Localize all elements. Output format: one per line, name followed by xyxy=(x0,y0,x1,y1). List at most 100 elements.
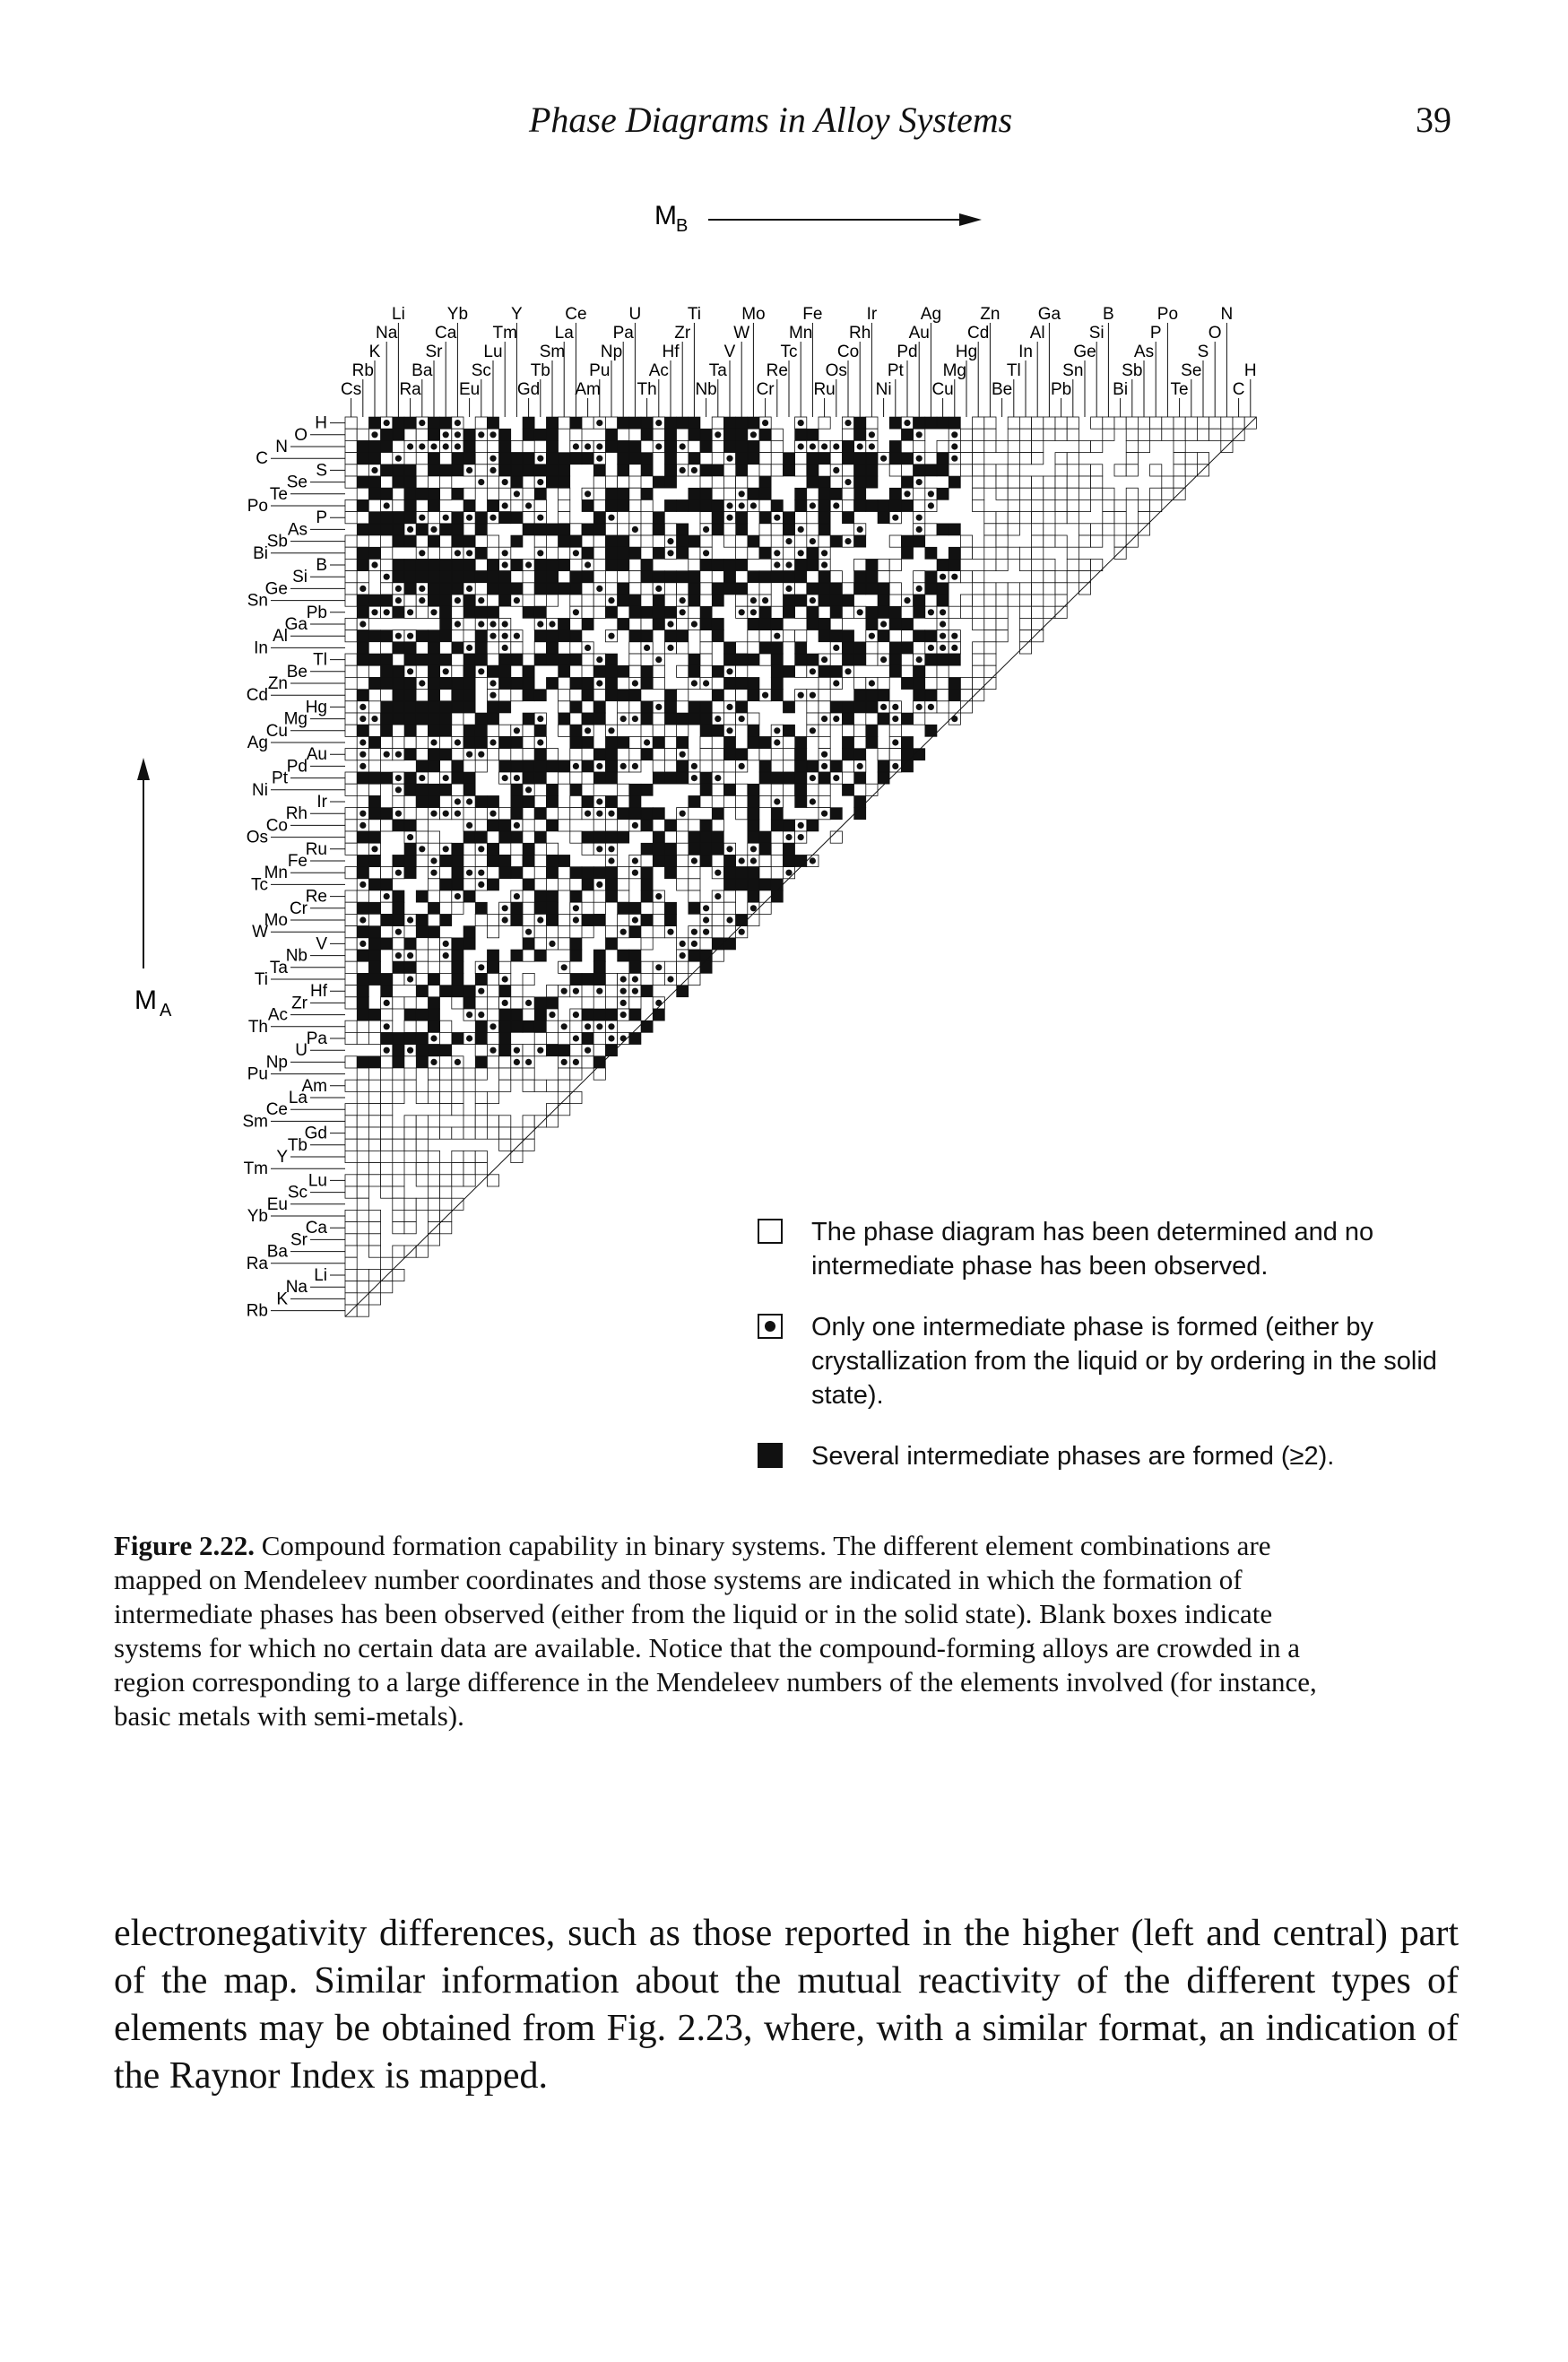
cell-none xyxy=(344,771,358,785)
cell-none xyxy=(901,653,914,666)
cell-several xyxy=(428,748,440,761)
cell-several xyxy=(510,1008,524,1021)
cell-one-dot xyxy=(785,869,793,876)
cell-none xyxy=(474,807,488,821)
cell-several xyxy=(380,700,394,714)
cell-several xyxy=(451,842,464,855)
cell-none xyxy=(368,760,381,773)
cell-none xyxy=(344,534,358,548)
cell-none xyxy=(1031,630,1044,643)
cell-several xyxy=(463,428,476,441)
cell-several xyxy=(747,830,760,844)
cell-several xyxy=(723,653,736,666)
cell-none xyxy=(1138,511,1151,525)
cell-one-dot xyxy=(466,1035,473,1042)
top-element-label: Pb xyxy=(1051,380,1071,399)
cell-none xyxy=(995,439,1009,453)
cell-none xyxy=(545,1079,559,1092)
cell-none xyxy=(794,582,808,595)
left-element-label: Se xyxy=(287,473,308,492)
cell-one-dot xyxy=(749,609,758,616)
top-element-label: Th xyxy=(637,380,657,399)
cell-none xyxy=(392,1091,405,1105)
cell-one-dot xyxy=(501,976,508,983)
cell-none xyxy=(380,1281,394,1294)
cell-none xyxy=(888,534,902,548)
cell-none xyxy=(593,570,606,584)
cell-several xyxy=(439,724,453,737)
cell-none xyxy=(581,534,594,548)
cell-none xyxy=(1090,439,1104,453)
cell-none xyxy=(888,724,902,737)
cell-several xyxy=(640,890,654,903)
cell-none xyxy=(558,416,571,430)
cell-several xyxy=(463,452,476,465)
cell-none xyxy=(1019,475,1033,489)
cell-none xyxy=(510,985,524,998)
cell-one-dot xyxy=(631,916,639,924)
cell-several xyxy=(723,937,736,951)
cell-none xyxy=(522,475,535,489)
cell-several xyxy=(640,819,654,832)
cell-none xyxy=(1149,499,1163,512)
cell-one-dot xyxy=(394,751,402,758)
cell-none xyxy=(533,1032,547,1046)
cell-several xyxy=(688,416,701,430)
left-element-label: C xyxy=(256,449,268,468)
cell-none xyxy=(545,985,559,998)
cell-one-dot xyxy=(667,538,674,545)
cell-none xyxy=(344,973,358,986)
cell-none xyxy=(356,1020,369,1033)
cell-one-dot xyxy=(371,466,378,473)
cell-several xyxy=(617,807,630,821)
cell-several xyxy=(403,653,417,666)
cell-several xyxy=(392,901,405,915)
left-element-label: La xyxy=(289,1089,308,1107)
cell-several xyxy=(628,630,642,643)
cell-none xyxy=(1043,499,1056,512)
cell-none xyxy=(877,677,890,690)
cell-none xyxy=(758,653,772,666)
left-element-label: W xyxy=(252,923,268,942)
cell-several xyxy=(463,594,476,607)
cell-none xyxy=(392,1197,405,1211)
cell-several xyxy=(392,511,405,525)
cell-none xyxy=(1043,475,1056,489)
top-element-label: Sm xyxy=(540,343,566,361)
cell-none xyxy=(818,783,831,796)
cell-several xyxy=(605,689,618,702)
legend-text-none: The phase diagram has been determined an… xyxy=(811,1218,1374,1281)
cell-none xyxy=(818,724,831,737)
cell-none xyxy=(545,1103,559,1116)
cell-none xyxy=(427,1126,440,1140)
cell-none xyxy=(747,712,760,725)
cell-several xyxy=(747,416,760,430)
cell-several xyxy=(498,736,512,749)
cell-none xyxy=(451,712,464,725)
cell-none xyxy=(842,724,855,737)
cell-none xyxy=(415,534,429,548)
cell-none xyxy=(569,523,583,536)
cell-none xyxy=(983,677,997,690)
cell-none xyxy=(356,1174,369,1187)
cell-several xyxy=(806,546,819,560)
cell-one-dot xyxy=(690,762,698,770)
cell-one-dot xyxy=(608,514,615,521)
cell-none xyxy=(558,925,571,939)
cell-several xyxy=(463,771,476,785)
cell-one-dot xyxy=(466,644,473,652)
cell-several xyxy=(735,878,749,891)
cell-one-dot xyxy=(892,762,899,770)
left-element-label: Te xyxy=(270,485,288,504)
cell-one-dot xyxy=(596,987,603,994)
cell-none xyxy=(439,475,453,489)
cell-several xyxy=(640,428,654,441)
cell-several xyxy=(368,440,381,453)
cell-none xyxy=(1113,416,1127,430)
cell-one-dot xyxy=(892,739,899,746)
cell-none xyxy=(735,475,749,489)
cell-several xyxy=(510,534,524,548)
cell-several xyxy=(628,452,642,465)
cell-none xyxy=(1031,570,1044,584)
